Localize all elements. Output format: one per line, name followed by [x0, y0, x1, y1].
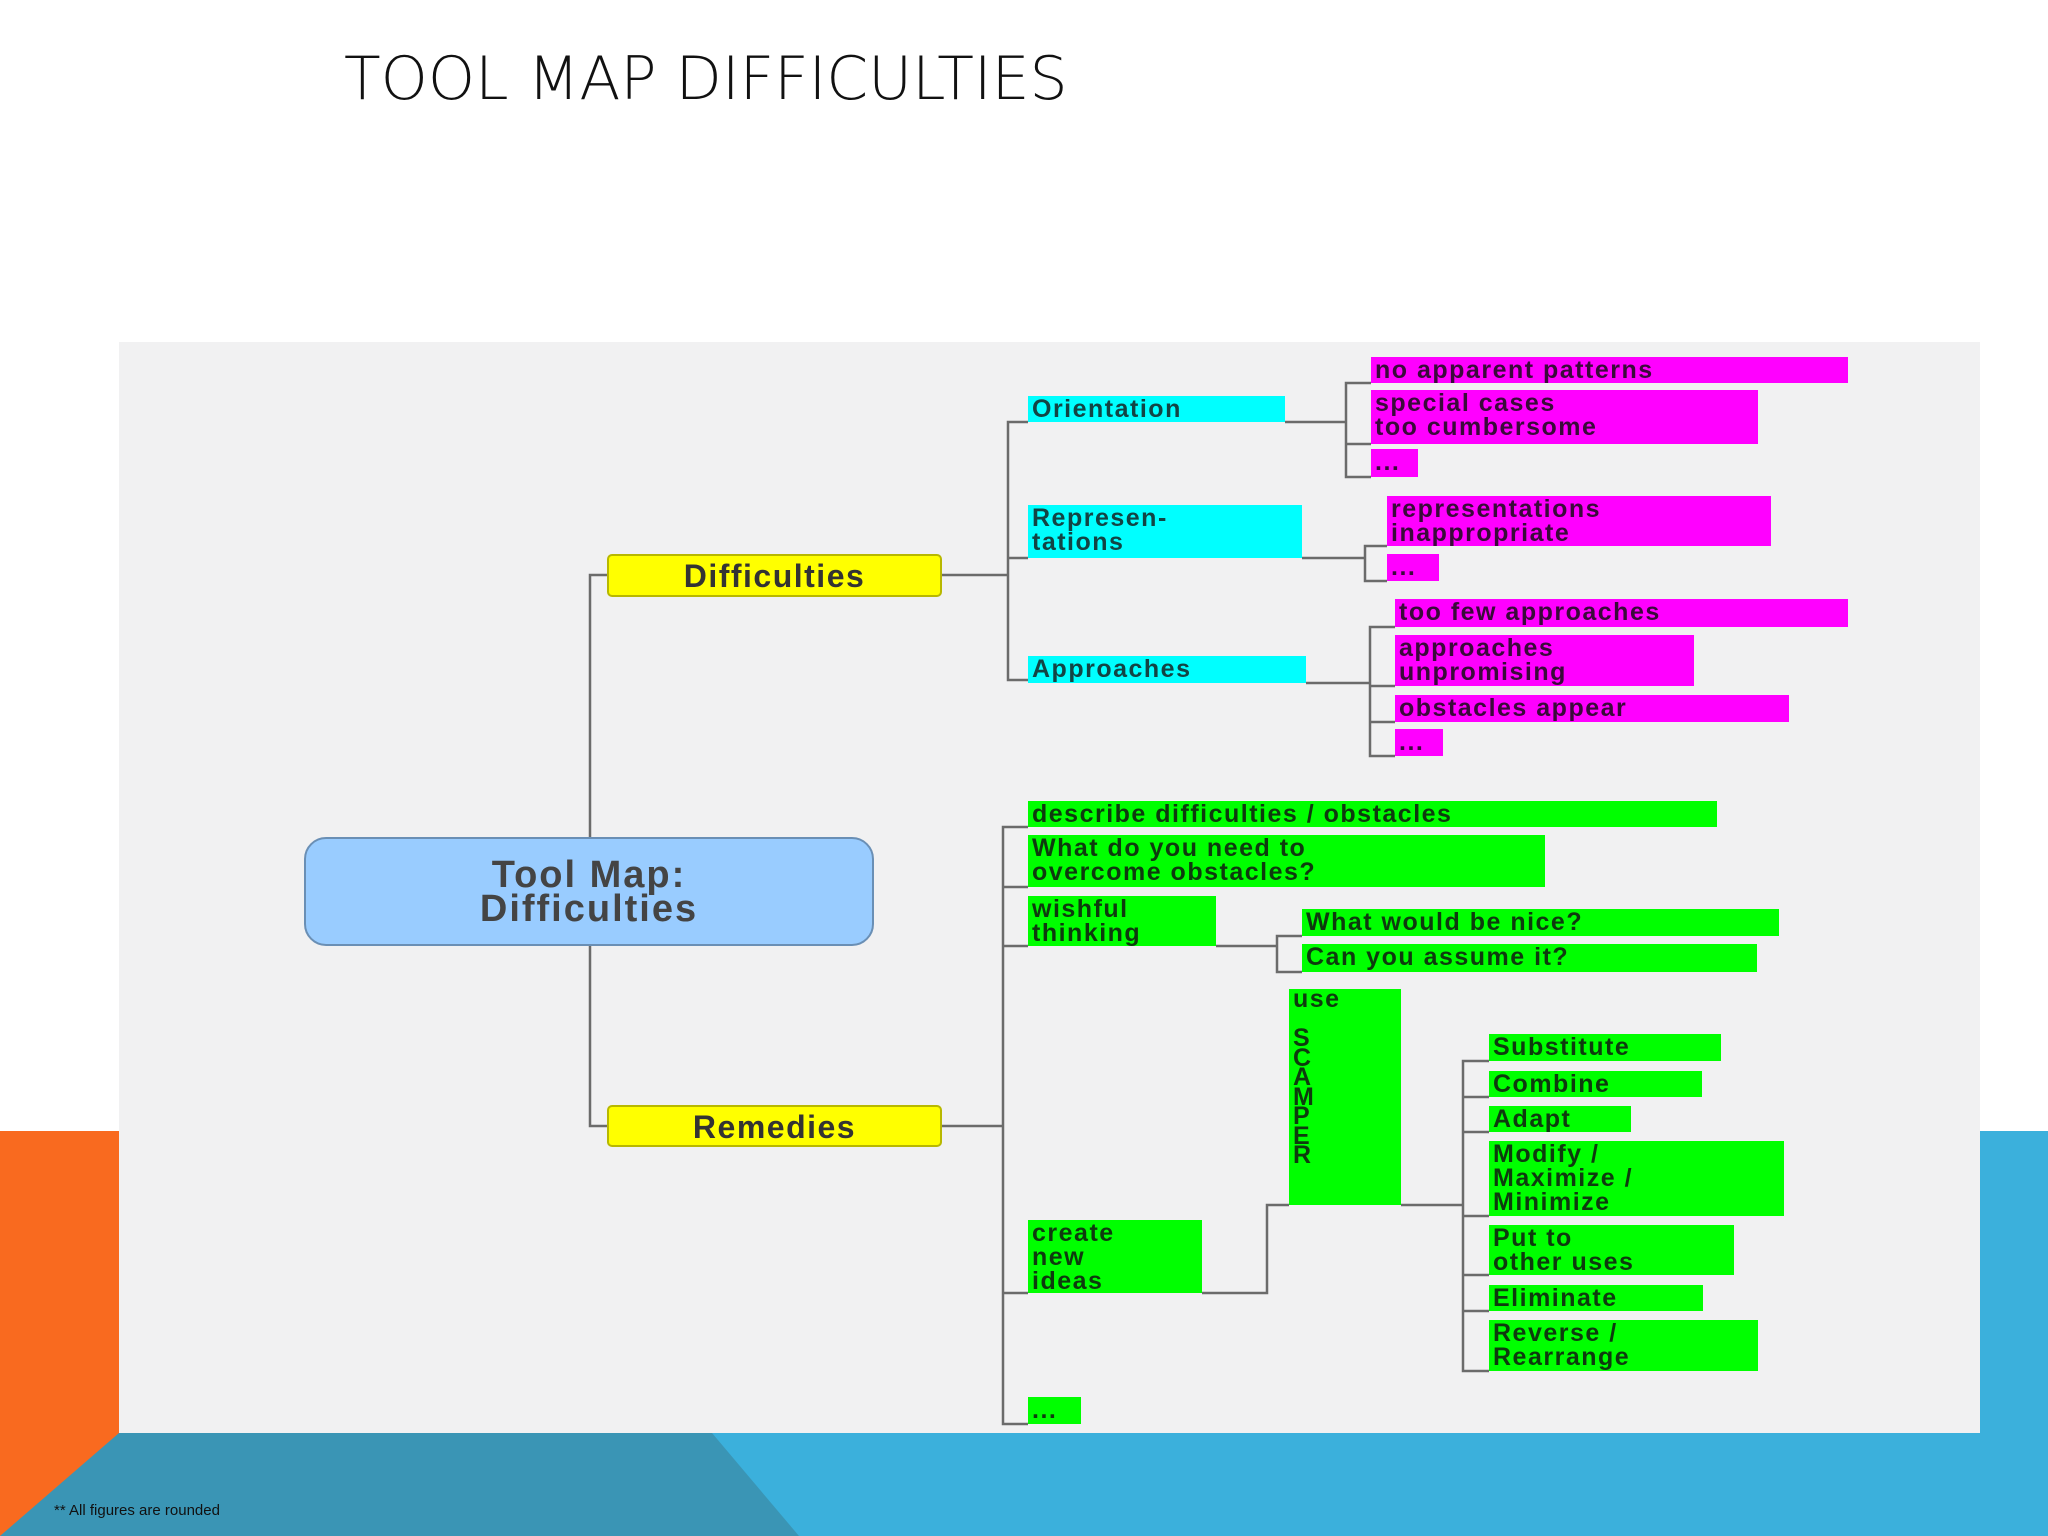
- node-use-scamper: use S C A M P E R: [1289, 989, 1401, 1205]
- node-approaches: Approaches: [1028, 656, 1306, 683]
- node-special-cases: special cases too cumbersome: [1371, 390, 1758, 444]
- node-modify: Modify / Maximize / Minimize: [1489, 1141, 1784, 1216]
- node-create-new-ideas: create new ideas: [1028, 1220, 1202, 1293]
- node-substitute: Substitute: [1489, 1034, 1721, 1061]
- root-node: Tool Map: Difficulties: [304, 837, 874, 946]
- node-what-would-be-nice: What would be nice?: [1302, 909, 1779, 936]
- node-reverse: Reverse / Rearrange: [1489, 1320, 1758, 1371]
- orange-corner: [0, 1433, 119, 1536]
- node-remedies: Remedies: [607, 1105, 942, 1147]
- slide-title: TOOL MAP DIFFICULTIES: [344, 44, 1068, 114]
- node-orientation-more: ...: [1371, 449, 1418, 477]
- node-approaches-unpromising: approaches unpromising: [1395, 635, 1694, 686]
- node-describe-difficulties: describe difficulties / obstacles: [1028, 801, 1717, 827]
- node-orientation: Orientation: [1028, 396, 1285, 422]
- node-representations-more: ...: [1387, 554, 1439, 581]
- node-combine: Combine: [1489, 1071, 1702, 1097]
- node-can-you-assume: Can you assume it?: [1302, 944, 1757, 972]
- node-too-few-approaches: too few approaches: [1395, 599, 1848, 627]
- node-difficulties: Difficulties: [607, 554, 942, 597]
- node-no-apparent-patterns: no apparent patterns: [1371, 357, 1848, 383]
- node-remedies-more: ...: [1028, 1397, 1081, 1424]
- node-wishful-thinking: wishful thinking: [1028, 896, 1216, 946]
- node-obstacles-appear: obstacles appear: [1395, 695, 1789, 722]
- node-what-do-you-need: What do you need to overcome obstacles?: [1028, 835, 1545, 887]
- footnote: ** All figures are rounded: [54, 1502, 220, 1519]
- node-representations-inappropriate: representations inappropriate: [1387, 496, 1771, 546]
- node-adapt: Adapt: [1489, 1106, 1631, 1132]
- node-eliminate: Eliminate: [1489, 1285, 1703, 1311]
- node-representations: Represen- tations: [1028, 505, 1302, 558]
- node-approaches-more: ...: [1395, 729, 1443, 756]
- bottom-band-dark: [0, 1433, 799, 1536]
- node-put-to-other-uses: Put to other uses: [1489, 1225, 1734, 1275]
